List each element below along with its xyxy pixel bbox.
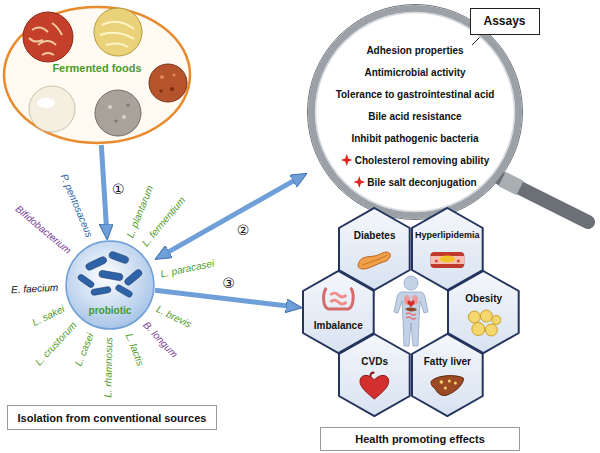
species-label: L. brevis: [154, 303, 193, 329]
species-label: Bifidobacterium: [14, 203, 74, 256]
species-label: L. sakei: [30, 303, 66, 328]
disease-hexagon-outline: [411, 333, 484, 417]
red-star: [353, 176, 365, 188]
disease-hexagon-outline: [338, 333, 411, 417]
assay-item: Bile salt deconjugation: [367, 176, 476, 189]
magnifier-handle: [500, 178, 588, 222]
disease-name: Obesity: [465, 292, 502, 305]
assay-item: Bile acid resistance: [368, 110, 461, 123]
food-ellipse-outline: [2, 5, 192, 145]
disease-hexagon-picture: [323, 288, 353, 309]
food-ellipse-border: [4, 7, 190, 143]
assay-item: Inhibit pathogenic bacteria: [351, 132, 478, 145]
disease-hexagon-picture: [469, 310, 502, 336]
probiotic-disc: [66, 241, 154, 329]
probiotic-circle-picture: [77, 251, 143, 298]
food-label: Fermented foods: [52, 61, 141, 75]
species-label: L. crustorum: [33, 319, 79, 367]
species-label: P. pentosaceus: [58, 173, 95, 240]
callout-number: ②: [235, 222, 252, 238]
disease-name: Diabetes: [354, 229, 396, 242]
disease-hexagon: CVDs: [338, 333, 411, 417]
section-label-box: Health promoting effects: [320, 427, 520, 451]
disease-hexagon-picture: [360, 373, 389, 399]
lens-rim: [308, 5, 523, 220]
callout-number: ③: [220, 275, 237, 291]
assay-item: Cholesterol removing ability: [355, 154, 489, 167]
disease-name: CVDs: [361, 355, 388, 368]
red-star: [341, 154, 353, 166]
disease-name: Fatty liver: [424, 355, 471, 368]
food-ellipse: Fermented foods: [2, 5, 192, 145]
disease-hexagon: Fatty liver: [411, 333, 484, 417]
species-label: L. rhamnosus: [103, 337, 115, 398]
assay-item: Tolerance to gastrointestinal acid: [336, 88, 495, 101]
species-label: L. casei: [73, 331, 96, 367]
assay-item: Antimicrobial activity: [364, 66, 465, 79]
magnifier-lens: Adhesion propertiesAntimicrobial activit…: [307, 4, 523, 220]
lens-inner-ring: [316, 13, 515, 212]
section-label: Isolation from conventional sources: [18, 411, 207, 425]
species-label: B. longum: [141, 319, 180, 359]
species-label: L. plantarum: [124, 183, 155, 239]
probiotic-circle: probiotic: [65, 240, 155, 330]
species-label: L. paracasei: [160, 257, 216, 279]
hexagon-border: [412, 334, 483, 416]
lens-ring: [312, 9, 519, 216]
hexagon-border: [339, 334, 410, 416]
section-label-box: Isolation from conventional sources: [7, 405, 217, 430]
human-figure: [394, 276, 428, 346]
disease-hexagon-picture: [431, 376, 463, 396]
disease-hexagon-picture: [358, 252, 390, 269]
species-label: E. faecium: [11, 282, 59, 295]
species-label: L. lactis: [123, 332, 145, 368]
disease-hexagon-picture: [430, 252, 464, 268]
process-arrow: [101, 145, 106, 228]
disease-name: Hyperlipidemia: [415, 229, 480, 242]
process-arrow: [165, 179, 296, 253]
assay-item: Adhesion properties: [366, 44, 463, 57]
assay-title: Assays: [483, 13, 525, 29]
species-label: L. fermentium: [139, 195, 187, 249]
food-ellipse-picture: [23, 8, 187, 136]
disease-name: Imbalance: [314, 319, 363, 332]
section-label: Health promoting effects: [355, 432, 485, 446]
assay-title-box: Assays: [470, 8, 540, 35]
process-arrow: [155, 290, 290, 306]
callout-number: ①: [110, 181, 127, 197]
probiotic-circle-outline: [65, 240, 155, 330]
probiotic-label: probiotic: [89, 304, 132, 317]
